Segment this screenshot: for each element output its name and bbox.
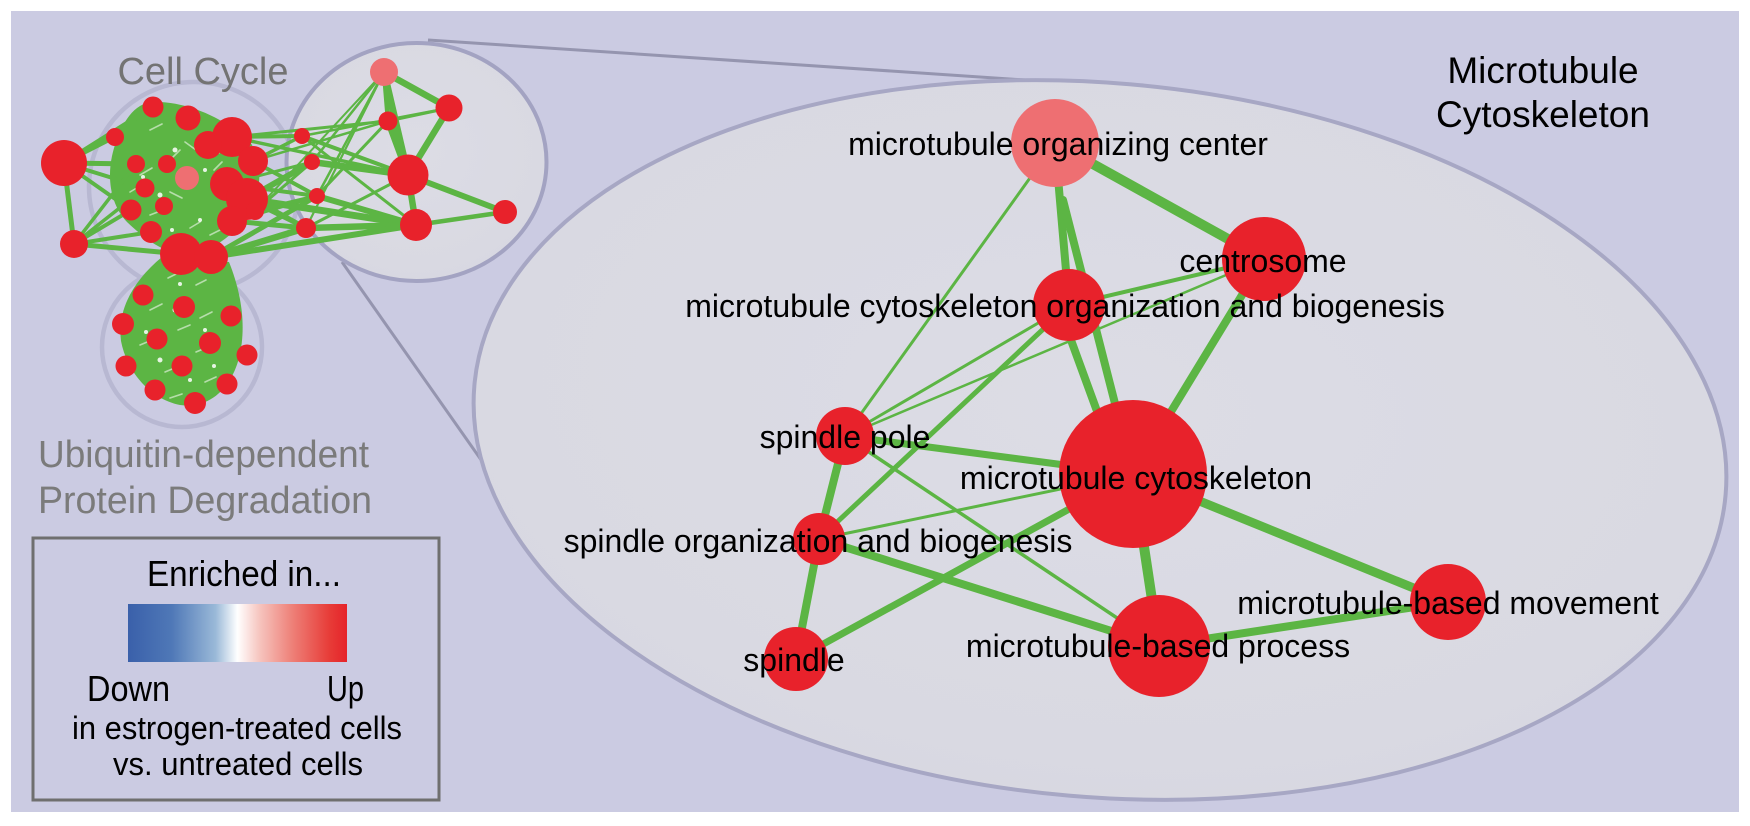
svg-text:Down: Down (87, 668, 170, 709)
svg-text:Enriched in...: Enriched in... (147, 553, 341, 594)
svg-text:Up: Up (327, 668, 364, 709)
svg-text:Cell Cycle: Cell Cycle (117, 51, 288, 93)
svg-text:in estrogen-treated cells: in estrogen-treated cells (72, 710, 402, 746)
svg-text:microtubule-based process: microtubule-based process (966, 628, 1350, 664)
svg-text:Ubiquitin-dependent: Ubiquitin-dependent (38, 434, 369, 476)
svg-text:spindle: spindle (743, 642, 844, 678)
svg-text:microtubule cytoskeleton: microtubule cytoskeleton (960, 460, 1312, 496)
svg-text:vs. untreated cells: vs. untreated cells (113, 746, 363, 782)
svg-text:microtubule-based movement: microtubule-based movement (1237, 585, 1659, 621)
svg-text:microtubule organizing center: microtubule organizing center (848, 126, 1268, 162)
svg-text:Cytoskeleton: Cytoskeleton (1436, 94, 1650, 135)
svg-text:microtubule cytoskeleton organ: microtubule cytoskeleton organization an… (685, 288, 1445, 324)
svg-text:centrosome: centrosome (1179, 243, 1346, 279)
svg-text:spindle organization and bioge: spindle organization and biogenesis (564, 523, 1073, 559)
svg-text:Protein Degradation: Protein Degradation (38, 480, 372, 522)
svg-text:spindle pole: spindle pole (760, 419, 931, 455)
svg-text:Microtubule: Microtubule (1447, 50, 1638, 91)
